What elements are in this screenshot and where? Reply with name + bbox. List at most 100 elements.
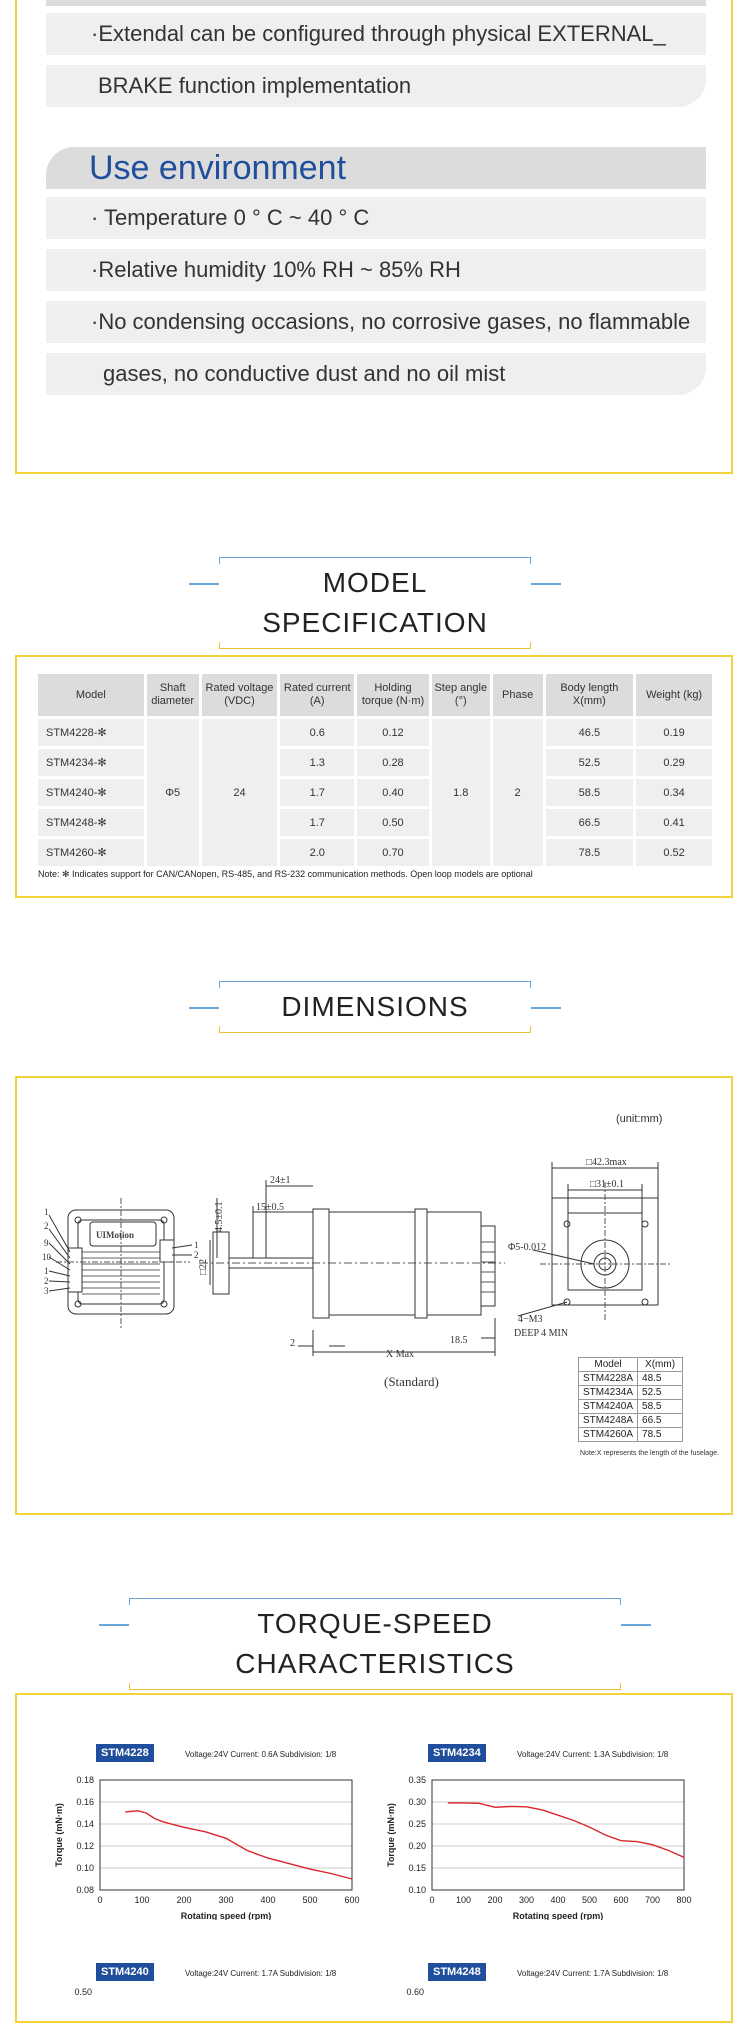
env-item-text: ·No condensing occasions, no corrosive g… [91, 309, 691, 334]
dim-label: □22 [198, 1259, 209, 1275]
use-environment-title: Use environment [89, 148, 347, 187]
title-bottom-line [219, 1026, 531, 1033]
torque-title: TORQUE-SPEED CHARACTERISTICS [235, 1608, 515, 1679]
cell-length: 78.5 [545, 839, 634, 866]
dimensions-section-title: DIMENSIONS [0, 981, 750, 1033]
title-right-line [621, 1624, 651, 1626]
x-axis-label: Rotating speed (rpm) [513, 1911, 604, 1920]
table-row: STM4248-✻ 1.7 0.50 66.5 0.41 [38, 809, 712, 836]
plot-frame [99, 1779, 353, 1891]
chart-info: Voltage:24V Current: 1.7A Subdivision: 1… [185, 1969, 337, 1978]
title-left-line [189, 1007, 219, 1009]
table-row: STM4240-✻ 1.7 0.40 58.5 0.34 [38, 779, 712, 806]
x-tick-label: 800 [676, 1895, 691, 1905]
spec-header-row: Model Shaft diameter Rated voltage (VDC)… [38, 674, 712, 716]
motor-front-view [517, 1162, 672, 1320]
chart-model-chip: STM4228 [96, 1744, 154, 1762]
x-tick-label: 600 [344, 1895, 359, 1905]
header-length: Body length X(mm) [545, 674, 634, 716]
y-tick-label: 0.18 [76, 1775, 94, 1785]
header-step: Step angle (°) [431, 674, 490, 716]
cell-weight: 0.41 [636, 809, 712, 836]
table-cell: STM4248A [577, 1413, 639, 1428]
y-tick-label: 0.60 [406, 1987, 424, 1996]
cell-length: 52.5 [545, 749, 634, 776]
dim-label: X Max [386, 1349, 414, 1360]
x-tick-label: 400 [260, 1895, 275, 1905]
title-right-line [531, 1007, 561, 1009]
y-tick-label: 0.30 [408, 1797, 426, 1807]
pin-label: 9 [44, 1238, 49, 1248]
cell-current: 1.7 [280, 779, 355, 806]
x-tick-label: 0 [429, 1895, 434, 1905]
table-cell: 58.5 [637, 1399, 684, 1414]
x-axis-label: Rotating speed (rpm) [181, 1911, 272, 1920]
title-left-line [189, 583, 219, 585]
y-axis-label: Torque (mN·m) [386, 1803, 396, 1867]
table-header: X(mm) [637, 1357, 684, 1372]
cell-weight: 0.34 [636, 779, 712, 806]
use-environment-heading: Use environment [46, 147, 706, 189]
cell-phase: 2 [492, 719, 543, 866]
dim-label: Φ5-0.012 [508, 1242, 546, 1253]
table-cell: STM4234A [577, 1385, 639, 1400]
title-box: DIMENSIONS [189, 981, 561, 1033]
chart-info: Voltage:24V Current: 1.7A Subdivision: 1… [517, 1969, 669, 1978]
x-tick-label: 400 [550, 1895, 565, 1905]
y-tick-label: 0.10 [408, 1885, 426, 1895]
torque-curve [447, 1802, 685, 1859]
cell-current: 0.6 [280, 719, 355, 746]
top-divider-bar [46, 0, 706, 6]
dim-label: □42.3max [586, 1157, 627, 1168]
cell-model: STM4260-✻ [38, 839, 144, 866]
y-tick-label: 0.50 [74, 1987, 92, 1996]
table-cell: 66.5 [637, 1413, 684, 1428]
dim-label: 15±0.5 [256, 1202, 284, 1213]
dim-label: 2 [290, 1338, 295, 1349]
cell-torque: 0.70 [357, 839, 429, 866]
cell-weight: 0.19 [636, 719, 712, 746]
torque-chart-stm4248: 0.60 [406, 1987, 424, 1996]
cell-model: STM4234-✻ [38, 749, 144, 776]
chart-model-chip: STM4240 [96, 1963, 154, 1981]
driver-top-view [48, 1198, 193, 1330]
table-row: STM4260-✻ 2.0 0.70 78.5 0.52 [38, 839, 712, 866]
chart-model-chip: STM4234 [428, 1744, 486, 1762]
pin-label: 10 [42, 1252, 52, 1262]
torque-curve [125, 1810, 353, 1880]
x-tick-label: 700 [645, 1895, 660, 1905]
env-item-text: gases, no conductive dust and no oil mis… [103, 361, 506, 386]
x-tick-label: 600 [613, 1895, 628, 1905]
cell-torque: 0.40 [357, 779, 429, 806]
dimension-drawing: 24±1 15±0.5 4.5±0.1 □22 2 X Max 18.5 □42… [42, 1157, 672, 1360]
cell-step: 1.8 [431, 719, 490, 866]
x-tick-label: 500 [302, 1895, 317, 1905]
cell-torque: 0.50 [357, 809, 429, 836]
cell-weight: 0.52 [636, 839, 712, 866]
title-box: MODEL SPECIFICATION [189, 557, 561, 649]
header-model: Model [38, 674, 144, 716]
torque-chart-stm4240: 0.50 [74, 1987, 92, 1996]
model-spec-title: MODEL SPECIFICATION [262, 567, 488, 638]
header-current: Rated current (A) [280, 674, 355, 716]
pin-label: 3 [44, 1286, 49, 1296]
chart-info: Voltage:24V Current: 1.3A Subdivision: 1… [517, 1750, 669, 1759]
table-cell: STM4240A [577, 1399, 639, 1414]
feature-text-2: BRAKE function implementation [98, 73, 412, 98]
x-tick-label: 200 [176, 1895, 191, 1905]
cell-current: 1.7 [280, 809, 355, 836]
cell-model: STM4240-✻ [38, 779, 144, 806]
cell-length: 66.5 [545, 809, 634, 836]
table-row: STM4234-✻ 1.3 0.28 52.5 0.29 [38, 749, 712, 776]
dim-label: 18.5 [450, 1335, 468, 1346]
y-tick-label: 0.14 [76, 1819, 94, 1829]
x-tick-label: 0 [97, 1895, 102, 1905]
x-tick-label: 500 [582, 1895, 597, 1905]
table-header: Model [577, 1357, 639, 1372]
